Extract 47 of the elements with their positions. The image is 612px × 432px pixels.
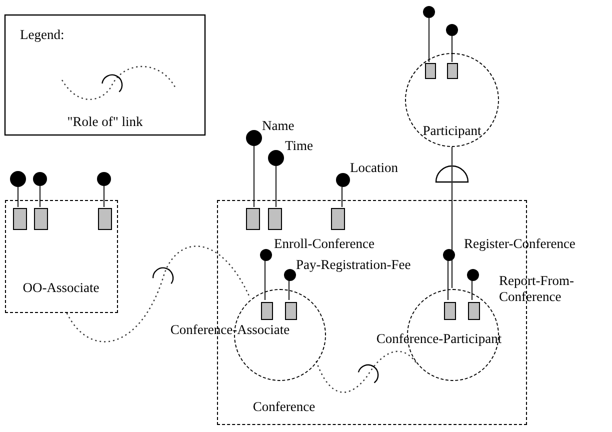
interface-label: Enroll-Conference [274,236,374,252]
connector-line [451,36,453,62]
interface-label: Register-Conference [464,236,576,252]
connector-line [264,260,266,300]
port-box [285,302,297,320]
interface-ball [97,172,111,186]
port-box [268,208,282,230]
object-set-label: Conference [252,399,316,415]
port-box [261,302,273,320]
connector-line [253,146,255,207]
object-set-circle [405,53,499,147]
connector-line [288,280,290,300]
role-of-link [316,350,417,393]
port-box [34,208,48,230]
port-box [468,302,480,320]
port-box [447,63,458,79]
connector-line [17,187,19,207]
interface-ball [33,172,47,186]
interface-ball [423,6,435,18]
port-box [98,208,112,230]
interface-label: Name [262,118,294,134]
connector-line [341,187,343,207]
port-box [425,63,436,79]
port-box [331,208,345,230]
connector-line [103,186,105,207]
legend-label: "Role of" link [67,114,143,130]
interface-label: Location [350,160,398,176]
legend-title: Legend: [20,27,64,43]
connector-line [39,186,41,207]
port-box [444,302,456,320]
connector-line [451,147,453,288]
object-set-box [5,200,118,313]
port-box [246,208,260,230]
object-set-label: OO-Associate [22,280,100,296]
interface-ball [446,24,458,36]
interface-label: Report-From-Conference [499,273,575,304]
port-box [13,208,27,230]
connector-line [275,166,277,207]
interface-ball [10,171,26,187]
interface-label: Pay-Registration-Fee [296,257,411,273]
interface-label: Time [285,138,314,154]
connector-line [447,260,449,300]
connector-line [428,18,430,62]
connector-line [471,280,473,300]
object-set-label: Participant [422,123,482,139]
object-set-label: Conference-Associate [170,322,290,338]
role-of-link [66,246,251,342]
